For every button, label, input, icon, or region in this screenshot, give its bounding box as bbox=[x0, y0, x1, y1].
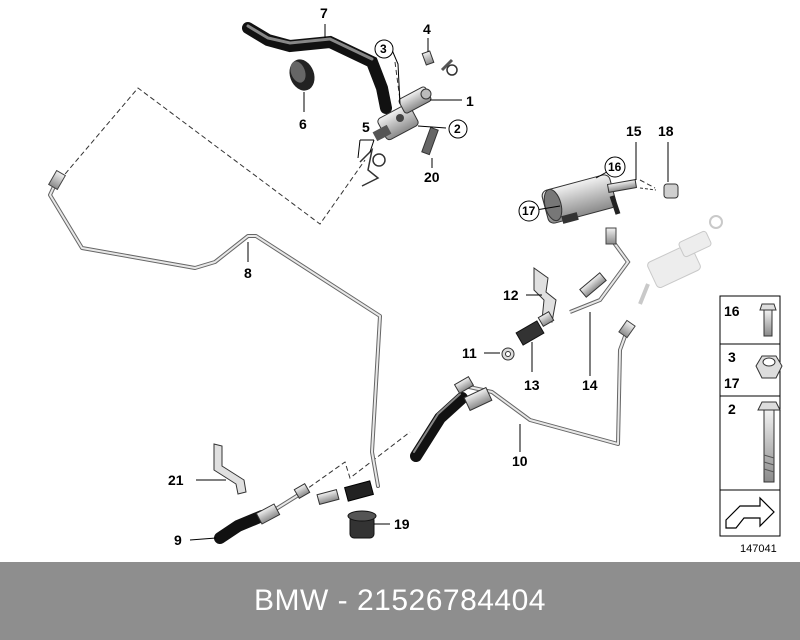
label-16-circle bbox=[604, 156, 626, 178]
label-2: 2 bbox=[454, 122, 461, 136]
pipe-8-fitting bbox=[47, 169, 67, 191]
cap-6 bbox=[289, 59, 315, 91]
dashed-routing-lines bbox=[59, 61, 656, 516]
pipe-8 bbox=[48, 176, 382, 488]
label-20: 20 bbox=[424, 169, 440, 185]
clip-5 bbox=[359, 147, 386, 187]
label-19: 19 bbox=[394, 516, 410, 532]
label-3: 3 bbox=[380, 42, 387, 56]
master-cylinder-1 bbox=[372, 86, 432, 142]
label-10: 10 bbox=[512, 453, 528, 469]
legend-arrow-icon bbox=[725, 496, 775, 529]
label-16: 16 bbox=[608, 160, 622, 174]
label-18: 18 bbox=[658, 123, 674, 139]
label-9: 9 bbox=[174, 532, 182, 548]
connector-19-b bbox=[316, 488, 340, 506]
hose-9-end bbox=[293, 482, 311, 500]
legend-17: 17 bbox=[724, 375, 740, 391]
label-12: 12 bbox=[503, 287, 519, 303]
label-14: 14 bbox=[582, 377, 598, 393]
label-2-circle bbox=[448, 119, 468, 139]
label-17-circle bbox=[518, 200, 540, 222]
grommet-19 bbox=[347, 510, 377, 539]
caption-text: BMW - 21526784404 bbox=[253, 584, 546, 617]
leader-lines bbox=[189, 24, 669, 541]
pipe-14-fitting bbox=[605, 227, 617, 245]
label-11: 11 bbox=[462, 345, 477, 361]
hose-9-fitting bbox=[255, 503, 281, 525]
caption-bar: BMW - 21526784404 bbox=[0, 562, 800, 640]
legend-3: 3 bbox=[728, 349, 736, 365]
master-cylinder-ghost bbox=[638, 215, 723, 305]
bracket-12 bbox=[533, 267, 557, 323]
part-labels: 1 2 3 4 5 6 7 8 9 10 11 12 13 14 15 16 1… bbox=[168, 5, 674, 548]
image-code: 147041 bbox=[740, 543, 777, 555]
parts-diagram: 1 2 3 4 5 6 7 8 9 10 11 12 13 14 15 16 1… bbox=[47, 5, 783, 555]
label-5: 5 bbox=[362, 119, 370, 135]
label-17: 17 bbox=[522, 204, 536, 218]
hose-10-fitting-b bbox=[453, 375, 475, 395]
bracket-21 bbox=[213, 443, 247, 495]
label-7: 7 bbox=[320, 5, 328, 21]
pin-20 bbox=[421, 126, 439, 156]
label-15: 15 bbox=[626, 123, 642, 139]
label-3-circle bbox=[374, 39, 394, 59]
legend-nut-icon bbox=[755, 355, 783, 379]
label-1: 1 bbox=[466, 93, 474, 109]
legend-16: 16 bbox=[724, 303, 740, 319]
label-8: 8 bbox=[244, 265, 252, 281]
legend-2: 2 bbox=[728, 401, 736, 417]
fitting-14 bbox=[579, 272, 607, 298]
pipe-14 bbox=[569, 238, 631, 314]
slave-cylinder-15 bbox=[541, 174, 638, 224]
legend-table: 16 3 17 2 147041 bbox=[719, 295, 783, 555]
label-6: 6 bbox=[299, 116, 307, 132]
washer-11 bbox=[501, 347, 515, 361]
legend-bolt-long-icon bbox=[757, 401, 781, 483]
hose-10-fitting-a bbox=[463, 386, 493, 412]
hose-7 bbox=[242, 22, 392, 114]
label-21: 21 bbox=[168, 472, 184, 488]
legend-bolt-short-icon bbox=[759, 303, 777, 337]
pipe-10-fitting bbox=[618, 319, 636, 339]
fitting-13 bbox=[515, 310, 555, 346]
hose-flex-10 bbox=[410, 392, 468, 462]
pipe-10 bbox=[458, 326, 630, 446]
bolt-4 bbox=[421, 50, 458, 76]
nut-18 bbox=[639, 183, 679, 199]
connector-19-a bbox=[344, 480, 374, 502]
label-13: 13 bbox=[524, 377, 540, 393]
label-4: 4 bbox=[423, 21, 431, 37]
